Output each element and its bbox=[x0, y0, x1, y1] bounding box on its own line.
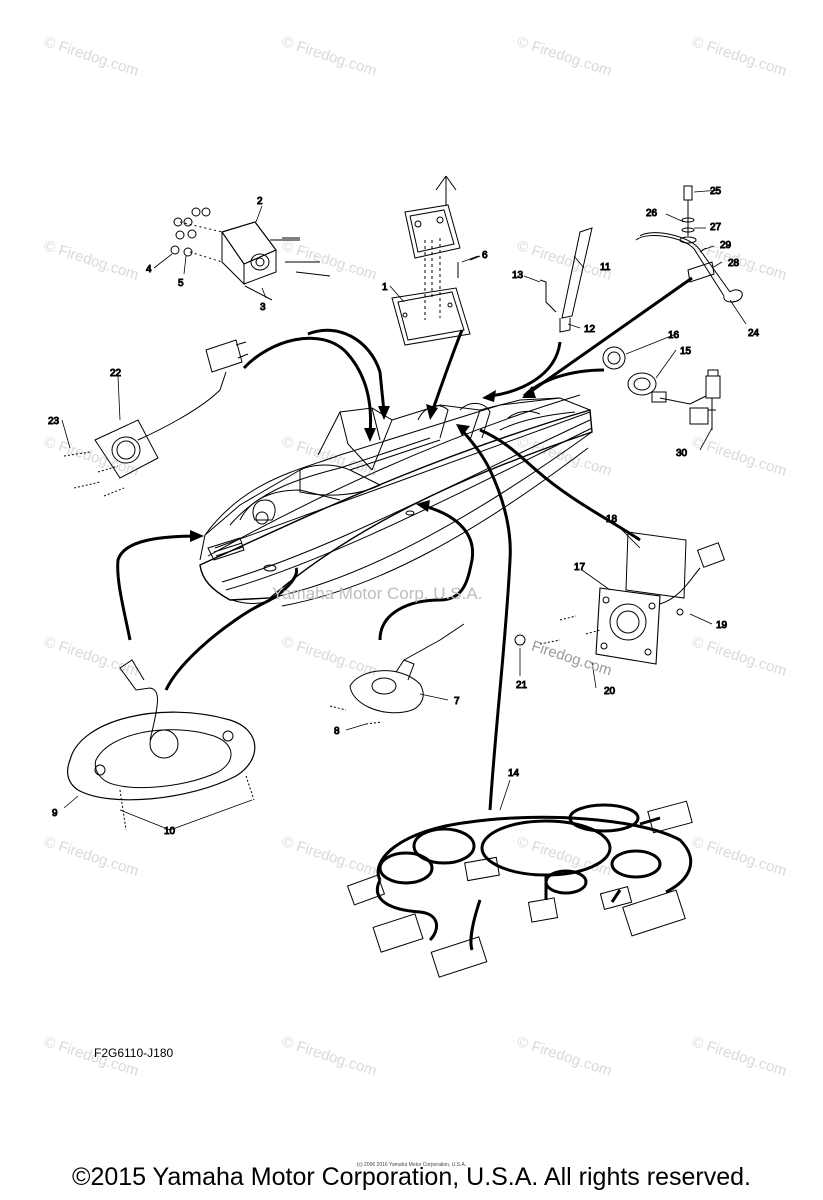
callout-21: 21 bbox=[516, 680, 528, 691]
callout-13: 13 bbox=[512, 270, 524, 281]
callout-19: 19 bbox=[716, 620, 728, 631]
callout-15: 15 bbox=[680, 346, 692, 357]
wire-harness bbox=[346, 800, 693, 978]
small-light bbox=[329, 623, 465, 725]
callout-5: 5 bbox=[178, 278, 184, 289]
callout-3: 3 bbox=[260, 302, 266, 313]
callout-28: 28 bbox=[728, 258, 740, 269]
callout-17: 17 bbox=[574, 562, 586, 573]
rear-light bbox=[63, 339, 249, 497]
callout-8: 8 bbox=[334, 726, 340, 737]
oval-light bbox=[67, 659, 256, 831]
footer-copyright: ©2015 Yamaha Motor Corporation, U.S.A. A… bbox=[72, 1163, 751, 1191]
callout-4: 4 bbox=[146, 264, 152, 275]
hull-watermark: Yamaha Motor Corp. U.S.A. bbox=[272, 584, 483, 603]
callout-16: 16 bbox=[668, 330, 680, 341]
callout-14: 14 bbox=[508, 768, 520, 779]
callout-9: 9 bbox=[52, 808, 58, 819]
callout-7: 7 bbox=[454, 696, 460, 707]
callout-25: 25 bbox=[710, 186, 722, 197]
arrow-heads bbox=[190, 386, 536, 542]
callout-30: 30 bbox=[676, 448, 688, 459]
callout-24: 24 bbox=[748, 328, 760, 339]
callout-18: 18 bbox=[606, 514, 618, 525]
callout-11: 11 bbox=[600, 262, 611, 273]
callout-6: 6 bbox=[482, 250, 488, 261]
callout-2: 2 bbox=[257, 196, 263, 207]
callout-26: 26 bbox=[646, 208, 658, 219]
callout-12: 12 bbox=[584, 324, 596, 335]
callout-22: 22 bbox=[110, 368, 122, 379]
diagram-code: F2G6110-J180 bbox=[94, 1046, 174, 1060]
callout-labels: 1 2 3 4 5 6 7 8 9 10 11 12 13 14 15 16 1… bbox=[48, 186, 761, 838]
callout-1: 1 bbox=[382, 282, 388, 293]
cover-plate-assembly bbox=[391, 175, 481, 346]
switch-box-assembly bbox=[170, 207, 331, 301]
leader-lines bbox=[61, 189, 747, 831]
callout-29: 29 bbox=[720, 240, 732, 251]
routing-arrows bbox=[116, 276, 693, 811]
stern-lamp-bracket bbox=[514, 531, 726, 665]
boat-hull bbox=[199, 394, 593, 607]
callout-27: 27 bbox=[710, 222, 722, 233]
antenna-rod bbox=[539, 227, 593, 333]
tiny-copyright: (c) 2006 2016 Yamaha Motor Corporation, … bbox=[356, 1162, 467, 1168]
callout-10: 10 bbox=[164, 826, 176, 837]
grommets bbox=[602, 346, 657, 396]
callout-23: 23 bbox=[48, 416, 60, 427]
callout-20: 20 bbox=[604, 686, 616, 697]
sensor bbox=[651, 369, 721, 430]
